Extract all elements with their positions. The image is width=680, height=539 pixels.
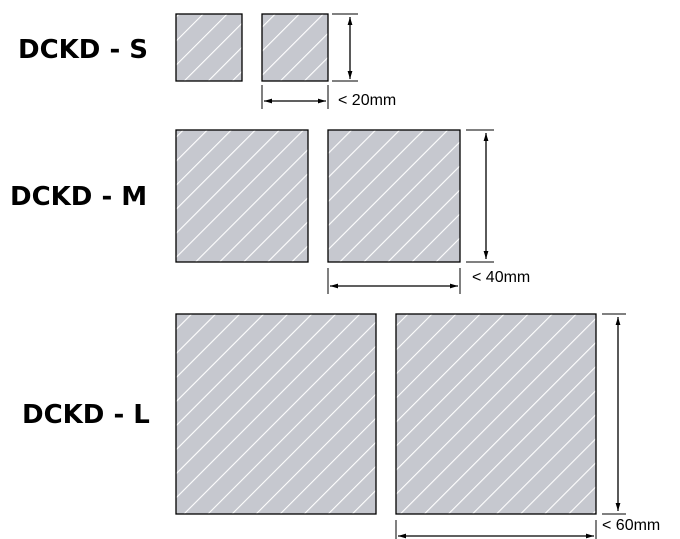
block-s-1 <box>175 13 243 82</box>
size-label-s: DCKD - S <box>18 35 149 65</box>
size-group-l <box>175 313 626 539</box>
size-label-m: DCKD - M <box>10 182 148 212</box>
block-l-2 <box>395 313 597 515</box>
dimension-label-s: < 20mm <box>338 92 397 109</box>
size-group-m <box>175 129 494 294</box>
block-m-2 <box>327 129 461 263</box>
block-l-1 <box>175 313 377 515</box>
block-m-1 <box>175 129 309 263</box>
size-label-l: DCKD - L <box>22 400 150 430</box>
dimension-label-m: < 40mm <box>472 269 531 286</box>
block-s-2 <box>261 13 329 82</box>
size-group-s <box>175 13 358 109</box>
dimension-label-l: < 60mm <box>602 517 661 534</box>
